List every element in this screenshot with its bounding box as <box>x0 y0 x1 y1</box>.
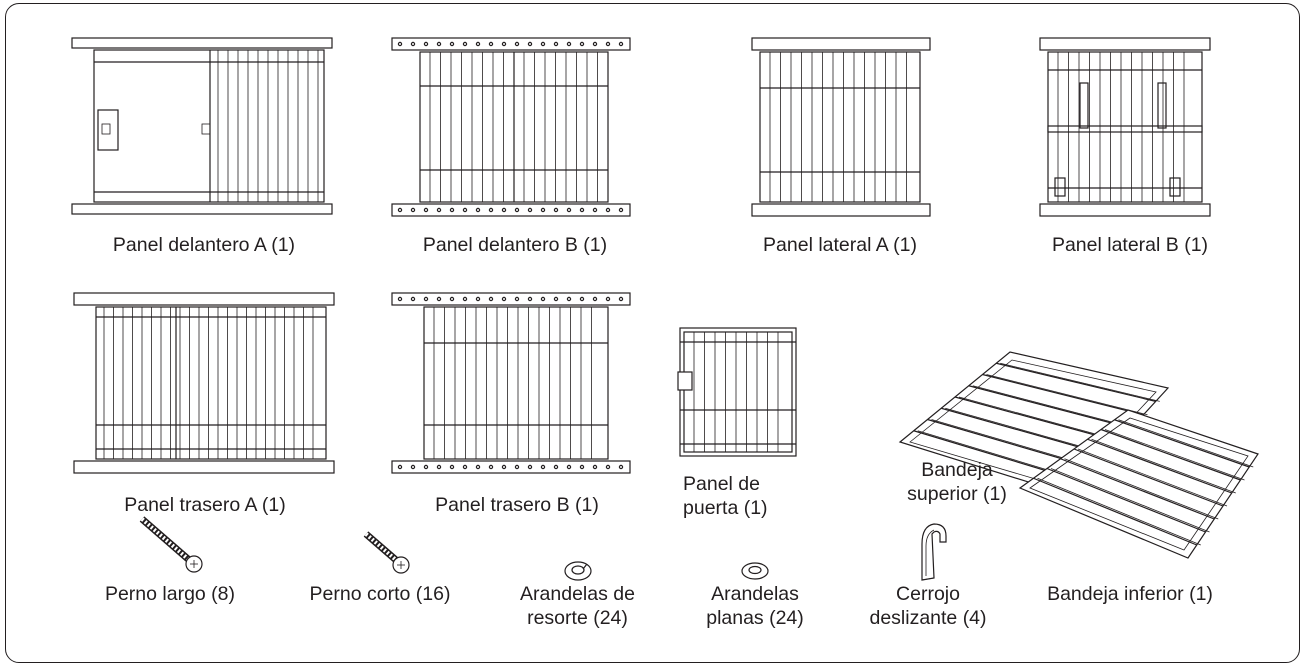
panel-trasero-a-illustration <box>73 292 336 475</box>
arandelas-planas-label-line2: planas (24) <box>706 607 804 629</box>
panel-trasero-a-drawing <box>73 292 335 474</box>
bandejas-drawing <box>898 351 1259 559</box>
panel-puerta-label-line2: puerta (1) <box>683 497 768 519</box>
panel-lateral-b-illustration <box>1039 37 1212 218</box>
panel-delantero-b-illustration <box>391 37 632 218</box>
bandejas-illustration <box>898 350 1260 565</box>
panel-lateral-a-label: Panel lateral A (1) <box>763 234 917 256</box>
panel-trasero-b-drawing <box>391 292 631 474</box>
arandela-resorte-drawing <box>564 561 592 581</box>
bandeja-inferior-drawing <box>1018 409 1259 559</box>
panel-puerta-label-line1: Panel de <box>683 473 760 495</box>
bandeja-inferior-label: Bandeja inferior (1) <box>1047 583 1213 605</box>
panel-puerta-illustration <box>677 326 800 460</box>
arandelas-resorte-label-line1: Arandelas de <box>520 583 635 605</box>
arandela-resorte-illustration <box>563 560 593 582</box>
panel-delantero-b-label: Panel delantero B (1) <box>422 234 608 256</box>
bandeja-superior-label-line1: Bandeja <box>921 459 993 481</box>
cerrojo-illustration <box>912 520 952 582</box>
arandela-plana-illustration <box>740 560 770 582</box>
cerrojo-label-line1: Cerrojo <box>896 583 960 605</box>
bandeja-superior-label-line2: superior (1) <box>907 483 1007 505</box>
panel-puerta-drawing <box>677 327 797 457</box>
panel-lateral-b-drawing <box>1039 37 1211 217</box>
arandelas-resorte-label-line2: resorte (24) <box>527 607 628 629</box>
panel-puerta-label: Panel de puerta (1) <box>683 472 793 520</box>
panel-trasero-b-label: Panel trasero B (1) <box>435 494 599 516</box>
arandela-plana-drawing <box>741 562 769 580</box>
perno-largo-illustration <box>138 515 208 575</box>
panel-delantero-b-drawing <box>391 37 631 217</box>
arandelas-resorte-label: Arandelas de resorte (24) <box>500 582 655 630</box>
panel-delantero-a-label: Panel delantero A (1) <box>112 234 296 256</box>
cerrojo-label-line2: deslizante (4) <box>869 607 987 629</box>
panel-lateral-b-label: Panel lateral B (1) <box>1051 234 1209 256</box>
arandelas-planas-label: Arandelas planas (24) <box>700 582 810 630</box>
perno-corto-drawing <box>363 531 410 574</box>
perno-corto-label: Perno corto (16) <box>309 583 451 605</box>
perno-corto-illustration <box>362 530 412 576</box>
perno-largo-label: Perno largo (8) <box>104 583 236 605</box>
cerrojo-drawing <box>921 523 947 581</box>
cerrojo-label: Cerrojo deslizante (4) <box>843 582 1013 630</box>
panel-trasero-a-label: Panel trasero A (1) <box>124 494 286 516</box>
perno-largo-drawing <box>139 516 203 573</box>
arandelas-planas-label-line1: Arandelas <box>711 583 799 605</box>
panel-lateral-a-illustration <box>751 37 932 218</box>
panel-trasero-b-illustration <box>391 292 632 475</box>
panel-lateral-a-drawing <box>751 37 931 217</box>
panel-delantero-a-drawing <box>71 37 333 215</box>
bandeja-superior-label: Bandeja superior (1) <box>887 458 1027 506</box>
parts-list-frame <box>5 3 1300 663</box>
panel-delantero-a-illustration <box>71 37 334 218</box>
